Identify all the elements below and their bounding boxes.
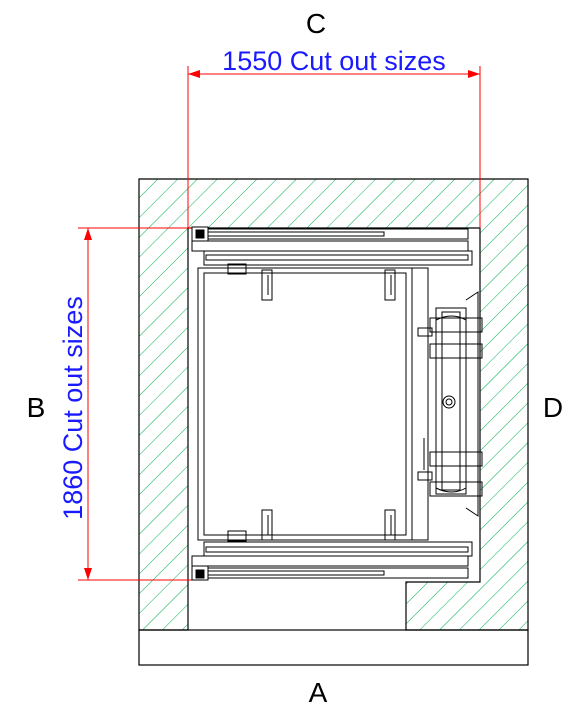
height-arrow-bottom — [84, 568, 92, 580]
counterweight-frame — [435, 307, 467, 495]
dimension-lines — [78, 66, 481, 581]
wall-bottom-right — [406, 582, 480, 630]
shaft-walls — [138, 178, 529, 666]
car-body — [197, 267, 413, 541]
wall-left — [138, 178, 189, 631]
label-top: C — [306, 8, 326, 39]
label-bottom: A — [309, 677, 328, 708]
height-arrow-top — [84, 228, 92, 240]
label-left: B — [27, 392, 46, 423]
width-dimension-text: 1550 Cut out sizes — [222, 46, 446, 76]
height-dimension-text: 1860 Cut out sizes — [58, 296, 88, 520]
width-arrow-left — [188, 70, 200, 78]
lift-assembly — [191, 226, 483, 581]
wall-right — [480, 228, 528, 630]
width-arrow-right — [468, 70, 480, 78]
wall-outline — [138, 178, 529, 631]
wall-top — [188, 179, 528, 228]
label-right: D — [543, 392, 563, 423]
floor-slab — [138, 629, 529, 666]
